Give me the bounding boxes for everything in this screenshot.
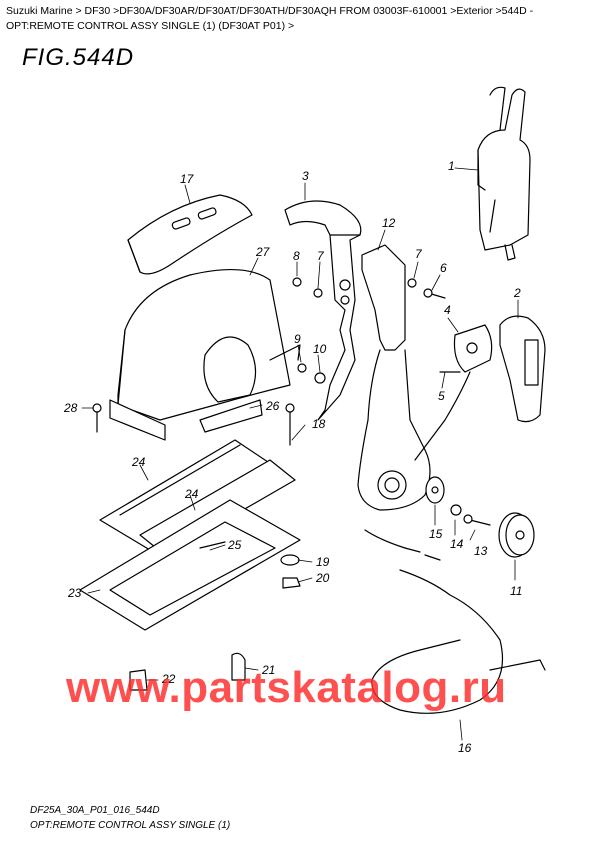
- figure-title: FIG.544D: [22, 44, 135, 71]
- callout-12: 12: [382, 216, 396, 230]
- callout-8: 8: [293, 249, 300, 263]
- callout-2: 2: [513, 286, 521, 300]
- part-16-harness: [364, 529, 546, 714]
- part-3-lever: [284, 200, 362, 421]
- callout-27: 27: [255, 245, 271, 259]
- callout-19: 19: [316, 555, 330, 569]
- watermark: www.partskatalog.ru: [66, 663, 507, 712]
- callout-23: 23: [67, 586, 82, 600]
- callout-1: 1: [448, 159, 455, 173]
- callout-6: 6: [440, 261, 447, 275]
- callout-18: 18: [312, 417, 326, 431]
- callout-20: 20: [315, 571, 330, 585]
- callout-4: 4: [444, 303, 451, 317]
- callout-14: 14: [450, 537, 464, 551]
- callout-10: 10: [313, 342, 327, 356]
- parts-discs: [425, 476, 535, 558]
- callout-17: 17: [180, 172, 195, 186]
- callout-9: 9: [294, 332, 301, 346]
- breadcrumb[interactable]: Suzuki Marine > DF30 >DF30A/DF30AR/DF30A…: [6, 4, 596, 34]
- figure-caption: OPT:REMOTE CONTROL ASSY SINGLE (1): [30, 820, 231, 831]
- callout-16: 16: [458, 741, 472, 755]
- part-27-housing: [109, 268, 301, 441]
- callout-11: 11: [510, 584, 522, 598]
- part-4-switch: [414, 324, 493, 461]
- callout-13: 13: [474, 544, 488, 558]
- callout-24: 24: [131, 455, 146, 469]
- part-2-grip: [499, 315, 546, 423]
- callout-22: 22: [161, 672, 176, 686]
- callout-5: 5: [438, 389, 445, 403]
- callout-24: 24: [184, 487, 199, 501]
- callout-25: 25: [227, 538, 242, 552]
- callout-7: 7: [317, 249, 325, 263]
- callout-15: 15: [429, 527, 443, 541]
- parts-base-plates: [79, 439, 301, 631]
- callout-labels: 1 2 3 4 5 6 7 7 8 9 10 11 12 13 14 15 16…: [63, 159, 522, 755]
- breadcrumb-path[interactable]: Suzuki Marine > DF30 >DF30A/DF30AR/DF30A…: [6, 5, 534, 32]
- callout-21: 21: [261, 663, 275, 677]
- figure-code: DF25A_30A_P01_016_544D: [30, 805, 160, 816]
- callout-26: 26: [265, 399, 280, 413]
- leader-lines: [81, 167, 519, 741]
- callout-3: 3: [302, 169, 309, 183]
- part-12-arm: [357, 244, 431, 511]
- callout-7: 7: [415, 247, 423, 261]
- part-17-cover: [127, 194, 253, 275]
- part-1-remote: [477, 86, 531, 261]
- callout-28: 28: [63, 401, 78, 415]
- parts-fasteners: [92, 277, 461, 691]
